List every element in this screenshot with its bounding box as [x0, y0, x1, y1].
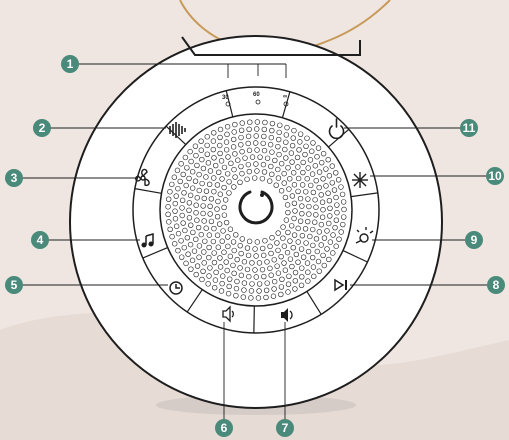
callout-number: 9	[471, 233, 478, 247]
callout-6: 6	[215, 419, 233, 437]
callout-number: 7	[282, 421, 289, 435]
callout-7: 7	[276, 419, 294, 437]
callout-number: 4	[37, 233, 44, 247]
callout-10: 10	[486, 167, 504, 185]
callout-11: 11	[460, 119, 478, 137]
timer-label-infinite: ∞	[283, 94, 287, 100]
callout-4: 4	[31, 231, 49, 249]
callout-5: 5	[5, 276, 23, 294]
callout-number: 6	[221, 421, 228, 435]
callout-8: 8	[487, 276, 505, 294]
callout-number: 3	[11, 171, 18, 185]
timer-label-30: 30	[222, 95, 229, 101]
callout-number: 10	[488, 169, 502, 183]
callout-number: 1	[67, 57, 74, 71]
callout-2: 2	[33, 119, 51, 137]
callout-3: 3	[5, 169, 23, 187]
timer-label-60: 60	[253, 92, 260, 98]
callout-1: 1	[61, 55, 79, 73]
brightness-button[interactable]	[352, 172, 368, 188]
brightness-icon	[352, 172, 368, 188]
callout-number: 11	[463, 121, 476, 135]
callout-number: 5	[11, 278, 18, 292]
callout-number: 2	[39, 121, 46, 135]
callout-number: 8	[493, 278, 500, 292]
callout-9: 9	[465, 231, 483, 249]
